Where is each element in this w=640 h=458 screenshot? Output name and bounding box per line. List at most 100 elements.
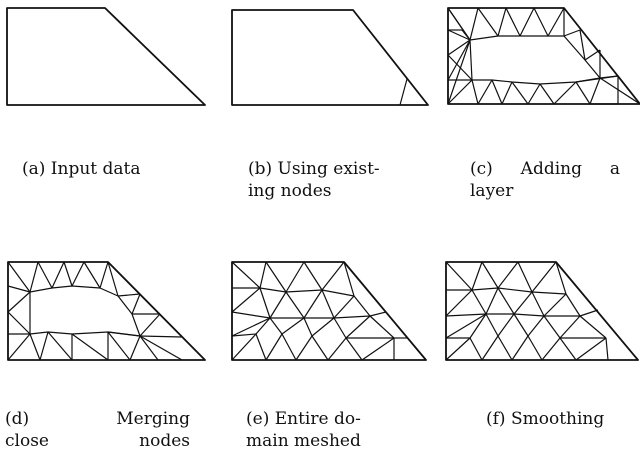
- mesh-edge: [269, 317, 283, 335]
- mesh-edge: [7, 311, 31, 335]
- mesh-edge: [605, 337, 609, 361]
- mesh-edge: [369, 315, 395, 339]
- mesh-edge: [445, 289, 473, 317]
- mesh-edge: [513, 313, 545, 317]
- mesh-edge: [303, 261, 323, 291]
- mesh-edge: [265, 261, 287, 293]
- mesh-edge: [333, 315, 371, 319]
- mesh-edge: [353, 295, 371, 317]
- mesh-edge: [485, 287, 499, 315]
- mesh-edge: [541, 337, 561, 361]
- mesh-edge: [47, 331, 73, 361]
- mesh-edge: [553, 81, 577, 105]
- mesh-edge: [295, 335, 313, 361]
- mesh-edge: [471, 261, 483, 291]
- caption-a: (a) Input data: [22, 159, 141, 179]
- mesh-edge: [29, 333, 41, 361]
- mesh-edge: [511, 81, 529, 105]
- domain-outline: [231, 9, 429, 106]
- mesh-edge: [107, 331, 131, 361]
- mesh-edge: [129, 335, 141, 361]
- mesh-edge: [501, 81, 513, 105]
- mesh-edge: [281, 317, 305, 335]
- panel-e: [222, 252, 432, 364]
- mesh-edge: [579, 309, 599, 317]
- mesh-edge: [259, 287, 271, 319]
- mesh-edge: [131, 293, 141, 315]
- panel-e-mesh: [231, 261, 427, 361]
- domain-outline: [6, 7, 206, 106]
- caption-e: (e) Entire do- main meshed: [246, 409, 361, 451]
- mesh-edge: [461, 29, 471, 41]
- mesh-edge: [139, 335, 183, 361]
- mesh-edge: [399, 78, 408, 106]
- mesh-edge: [559, 337, 577, 361]
- mesh-edge: [497, 287, 515, 315]
- mesh-edge: [447, 29, 471, 41]
- panel-d-mesh: [7, 261, 206, 361]
- caption-b: (b) Using exist- ing nodes: [248, 159, 380, 201]
- mesh-edge: [29, 261, 39, 293]
- mesh-edge: [584, 49, 601, 61]
- mesh-edge: [231, 333, 257, 361]
- mesh-edge: [497, 335, 513, 361]
- mesh-edge: [117, 293, 141, 297]
- mesh-edge: [527, 83, 541, 105]
- mesh-edge: [471, 289, 487, 315]
- mesh-edge: [231, 317, 271, 337]
- mesh-edge: [575, 75, 619, 83]
- mesh-edge: [505, 7, 521, 37]
- mesh-edge: [139, 313, 161, 337]
- mesh-edge: [511, 335, 529, 361]
- mesh-edge: [445, 337, 471, 361]
- mesh-edge: [321, 289, 355, 297]
- mesh-edge: [7, 261, 31, 293]
- mesh-edge: [447, 39, 471, 81]
- mesh-edge: [345, 337, 363, 361]
- mesh-edge: [63, 261, 73, 287]
- domain-outline: [447, 7, 640, 105]
- mesh-edge: [303, 317, 313, 337]
- mesh-edge: [369, 311, 387, 317]
- mesh-edge: [333, 295, 355, 319]
- mesh-edge: [533, 7, 549, 37]
- mesh-edge: [281, 333, 297, 361]
- mesh-edge: [491, 79, 503, 105]
- mesh-edge: [469, 337, 483, 361]
- domain-outline: [7, 261, 206, 361]
- mesh-edge: [517, 261, 533, 293]
- mesh-edge: [497, 261, 519, 289]
- mesh-edge: [265, 333, 283, 361]
- mesh-edge: [37, 261, 53, 289]
- panel-b: [225, 0, 435, 110]
- mesh-edge: [71, 333, 109, 361]
- mesh-edge: [617, 75, 640, 105]
- mesh-edge: [285, 289, 323, 293]
- mesh-edge: [531, 291, 545, 317]
- mesh-edge: [547, 7, 565, 37]
- mesh-edge: [543, 315, 561, 339]
- mesh-edge: [559, 315, 581, 339]
- mesh-edge: [543, 293, 567, 317]
- mesh-edge: [231, 261, 261, 289]
- domain-outline: [231, 261, 427, 361]
- mesh-edge: [51, 261, 65, 289]
- mesh-edge: [469, 7, 479, 41]
- mesh-edge: [39, 331, 49, 361]
- mesh-edge: [563, 29, 581, 37]
- mesh-edge: [485, 313, 499, 337]
- mesh-edge: [7, 333, 31, 361]
- caption-c: (c) Adding a layer: [470, 159, 620, 201]
- mesh-edge: [7, 285, 31, 293]
- caption-f: (f) Smoothing: [486, 409, 605, 429]
- mesh-edge: [445, 261, 473, 291]
- mesh-edge: [565, 293, 581, 317]
- mesh-edge: [447, 79, 473, 105]
- mesh-edge: [311, 317, 335, 337]
- mesh-edge: [83, 261, 101, 289]
- mesh-edge: [531, 261, 557, 293]
- mesh-edge: [7, 291, 31, 313]
- mesh-edge: [527, 335, 543, 361]
- mesh-edge: [497, 287, 533, 293]
